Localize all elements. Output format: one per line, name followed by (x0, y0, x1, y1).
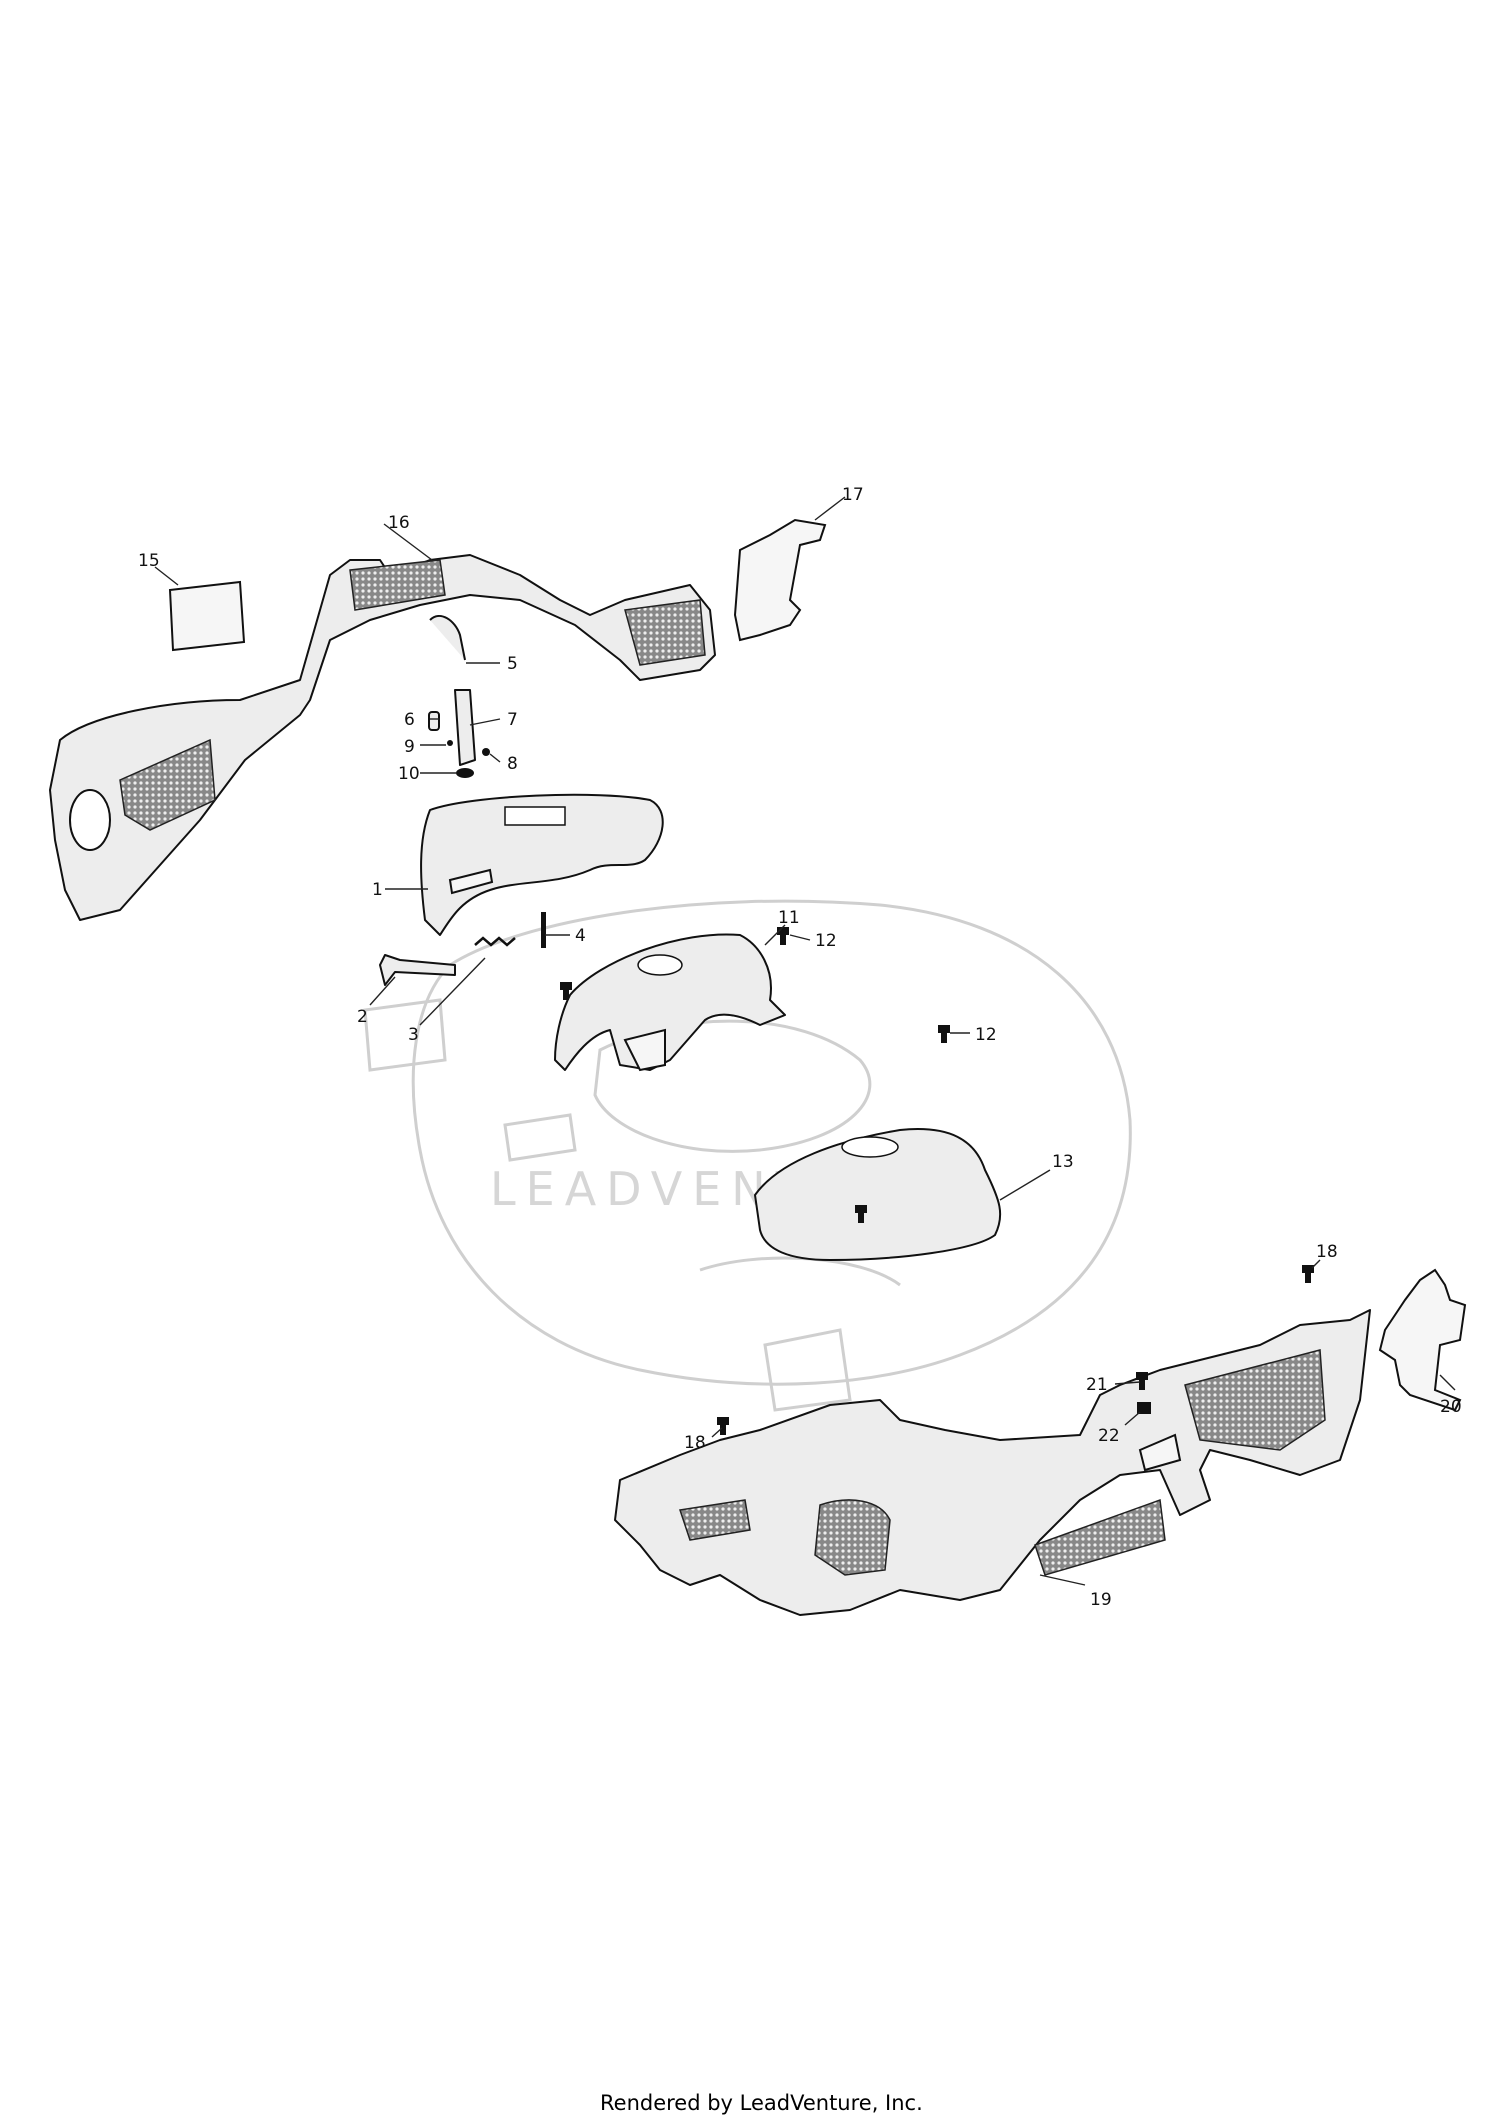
part-17-left-bracket (733, 518, 827, 642)
callout-12-lower: 12 (975, 1025, 997, 1045)
callout-20: 20 (1440, 1397, 1462, 1417)
parts-2-3-4-rod-spring-pin (379, 912, 546, 986)
callout-22: 22 (1098, 1426, 1120, 1446)
linkage-hardware (428, 615, 490, 778)
callout-8: 8 (507, 754, 518, 774)
callout-18-left: 18 (684, 1433, 706, 1453)
callout-15: 15 (138, 551, 160, 571)
callout-6: 6 (404, 710, 415, 730)
part-12-bolts (560, 927, 950, 1043)
parts-18-21-22-fasteners (717, 1265, 1314, 1435)
part-11-housing-cover (554, 933, 786, 1072)
part-20-right-bracket (1378, 1268, 1467, 1412)
callout-labels: 16 15 17 5 6 7 9 8 10 1 4 2 3 11 12 12 1… (138, 485, 1462, 1610)
callout-7: 7 (507, 710, 518, 730)
callout-9: 9 (404, 737, 415, 757)
part-1-deflector-shield (420, 793, 664, 936)
part-15-decal (168, 580, 246, 652)
callout-5: 5 (507, 654, 518, 674)
callout-18-right: 18 (1316, 1242, 1338, 1262)
callout-1: 1 (372, 880, 383, 900)
part-19-right-skirt (614, 1309, 1371, 1616)
callout-11: 11 (778, 908, 800, 928)
callout-13: 13 (1052, 1152, 1074, 1172)
callout-3: 3 (408, 1025, 419, 1045)
callout-16: 16 (388, 513, 410, 533)
callout-2: 2 (357, 1007, 368, 1027)
footer-credit: Rendered by LeadVenture, Inc. (600, 2091, 923, 2115)
callout-12-upper: 12 (815, 931, 837, 951)
callout-10: 10 (398, 764, 420, 784)
part-16-left-skirt (49, 554, 716, 921)
callout-17: 17 (842, 485, 864, 505)
callout-19: 19 (1090, 1590, 1112, 1610)
leader-lines (154, 496, 1456, 1586)
part-13-housing-cover (754, 1128, 1002, 1261)
callout-4: 4 (575, 926, 586, 946)
callout-21: 21 (1086, 1375, 1108, 1395)
